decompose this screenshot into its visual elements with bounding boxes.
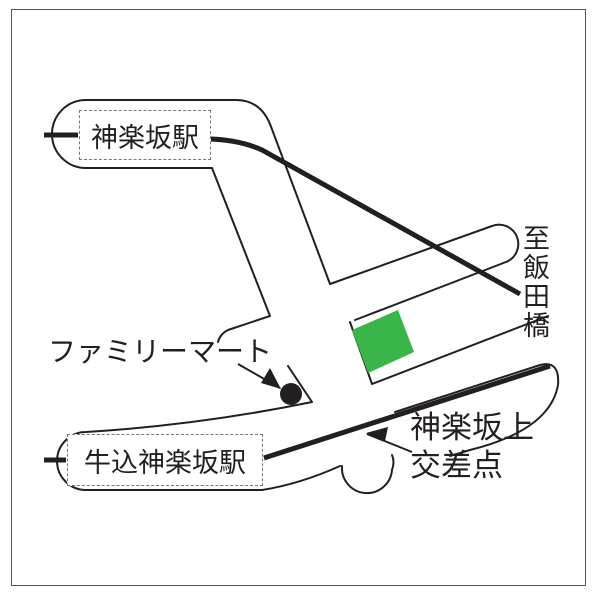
rail-line-upper <box>44 132 522 297</box>
rail-line-lower <box>44 363 551 463</box>
road-intersection-bulge <box>340 454 395 495</box>
intersection-pointer-icon <box>366 433 413 453</box>
family-mart-arrowhead-icon <box>261 368 281 389</box>
station-label-ushigome-kagurazaka[interactable]: 牛込神楽坂駅 <box>67 434 263 486</box>
road-lower-main-right <box>394 363 560 457</box>
station-name: 牛込神楽坂駅 <box>84 447 246 479</box>
intersection-arrowhead-icon <box>366 427 388 441</box>
destination-marker-icon <box>352 310 414 373</box>
intersection-label-line1: 神楽坂上 <box>410 410 534 446</box>
station-label-kagurazaka[interactable]: 神楽坂駅 <box>79 110 211 160</box>
family-mart-marker-icon <box>280 383 302 405</box>
family-mart-label: ファミリーマート <box>48 335 273 368</box>
road-lower-main <box>56 365 341 491</box>
road-left-branch <box>211 167 271 343</box>
intersection-label-line2: 交差点 <box>410 448 503 484</box>
road-upper-station <box>51 99 520 321</box>
station-name: 神楽坂駅 <box>91 122 199 154</box>
direction-label-iidabashi: 至飯田橋 <box>518 224 549 340</box>
